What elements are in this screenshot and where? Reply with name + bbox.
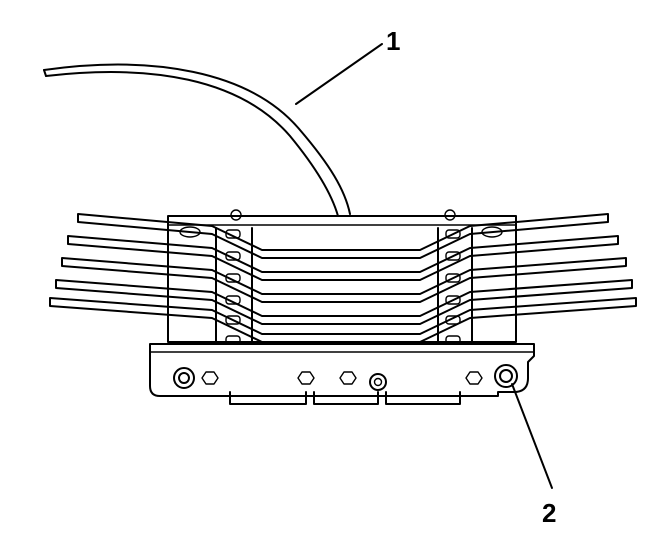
callout-1-leader (295, 43, 383, 105)
spring-wire-stack (49, 213, 637, 343)
callout-2-leader (511, 383, 553, 489)
front-bracket (149, 343, 535, 405)
bracket-fasteners (173, 364, 518, 391)
callout-2-label: 2 (542, 498, 556, 528)
callout-1-label: 1 (386, 26, 400, 56)
wire-clips (225, 229, 461, 345)
cable (43, 63, 351, 217)
